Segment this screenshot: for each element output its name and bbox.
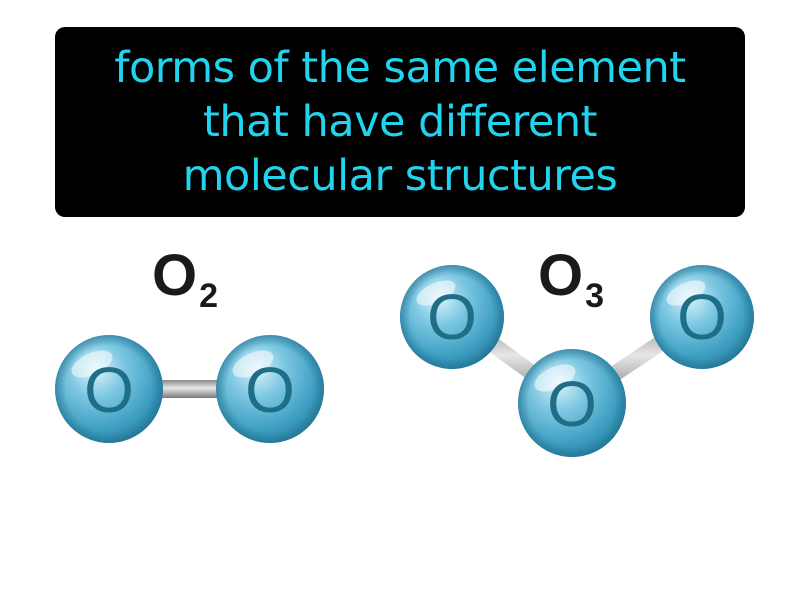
o2-atom-left-label: O [84, 354, 134, 426]
definition-line-1: forms of the same element [114, 43, 686, 93]
formula-o3-symbol: O [538, 243, 584, 308]
o2-atom-right: O [216, 335, 324, 443]
formula-o2: O2 [152, 247, 219, 315]
o3-atom-left-label: O [427, 281, 477, 353]
definition-box: forms of the same element that have diff… [55, 27, 745, 217]
o2-bond [150, 380, 230, 398]
o2-atom-right-label: O [245, 354, 295, 426]
formula-o2-subscript: 2 [199, 277, 219, 315]
o2-atom-left: O [55, 335, 163, 443]
formula-o3: O3 [538, 247, 605, 315]
formula-o2-symbol: O [152, 243, 198, 308]
o3-atom-left: O [400, 265, 504, 369]
o2-molecule: O O [55, 335, 324, 443]
definition-line-2: that have different [203, 97, 597, 147]
o3-atom-center: O [518, 349, 626, 457]
o3-atom-right: O [650, 265, 754, 369]
o3-atom-center-label: O [547, 368, 597, 440]
formula-o3-subscript: 3 [585, 277, 605, 315]
o3-atom-right-label: O [677, 281, 727, 353]
definition-line-3: molecular structures [182, 151, 618, 201]
o3-molecule: O O O [400, 265, 754, 457]
